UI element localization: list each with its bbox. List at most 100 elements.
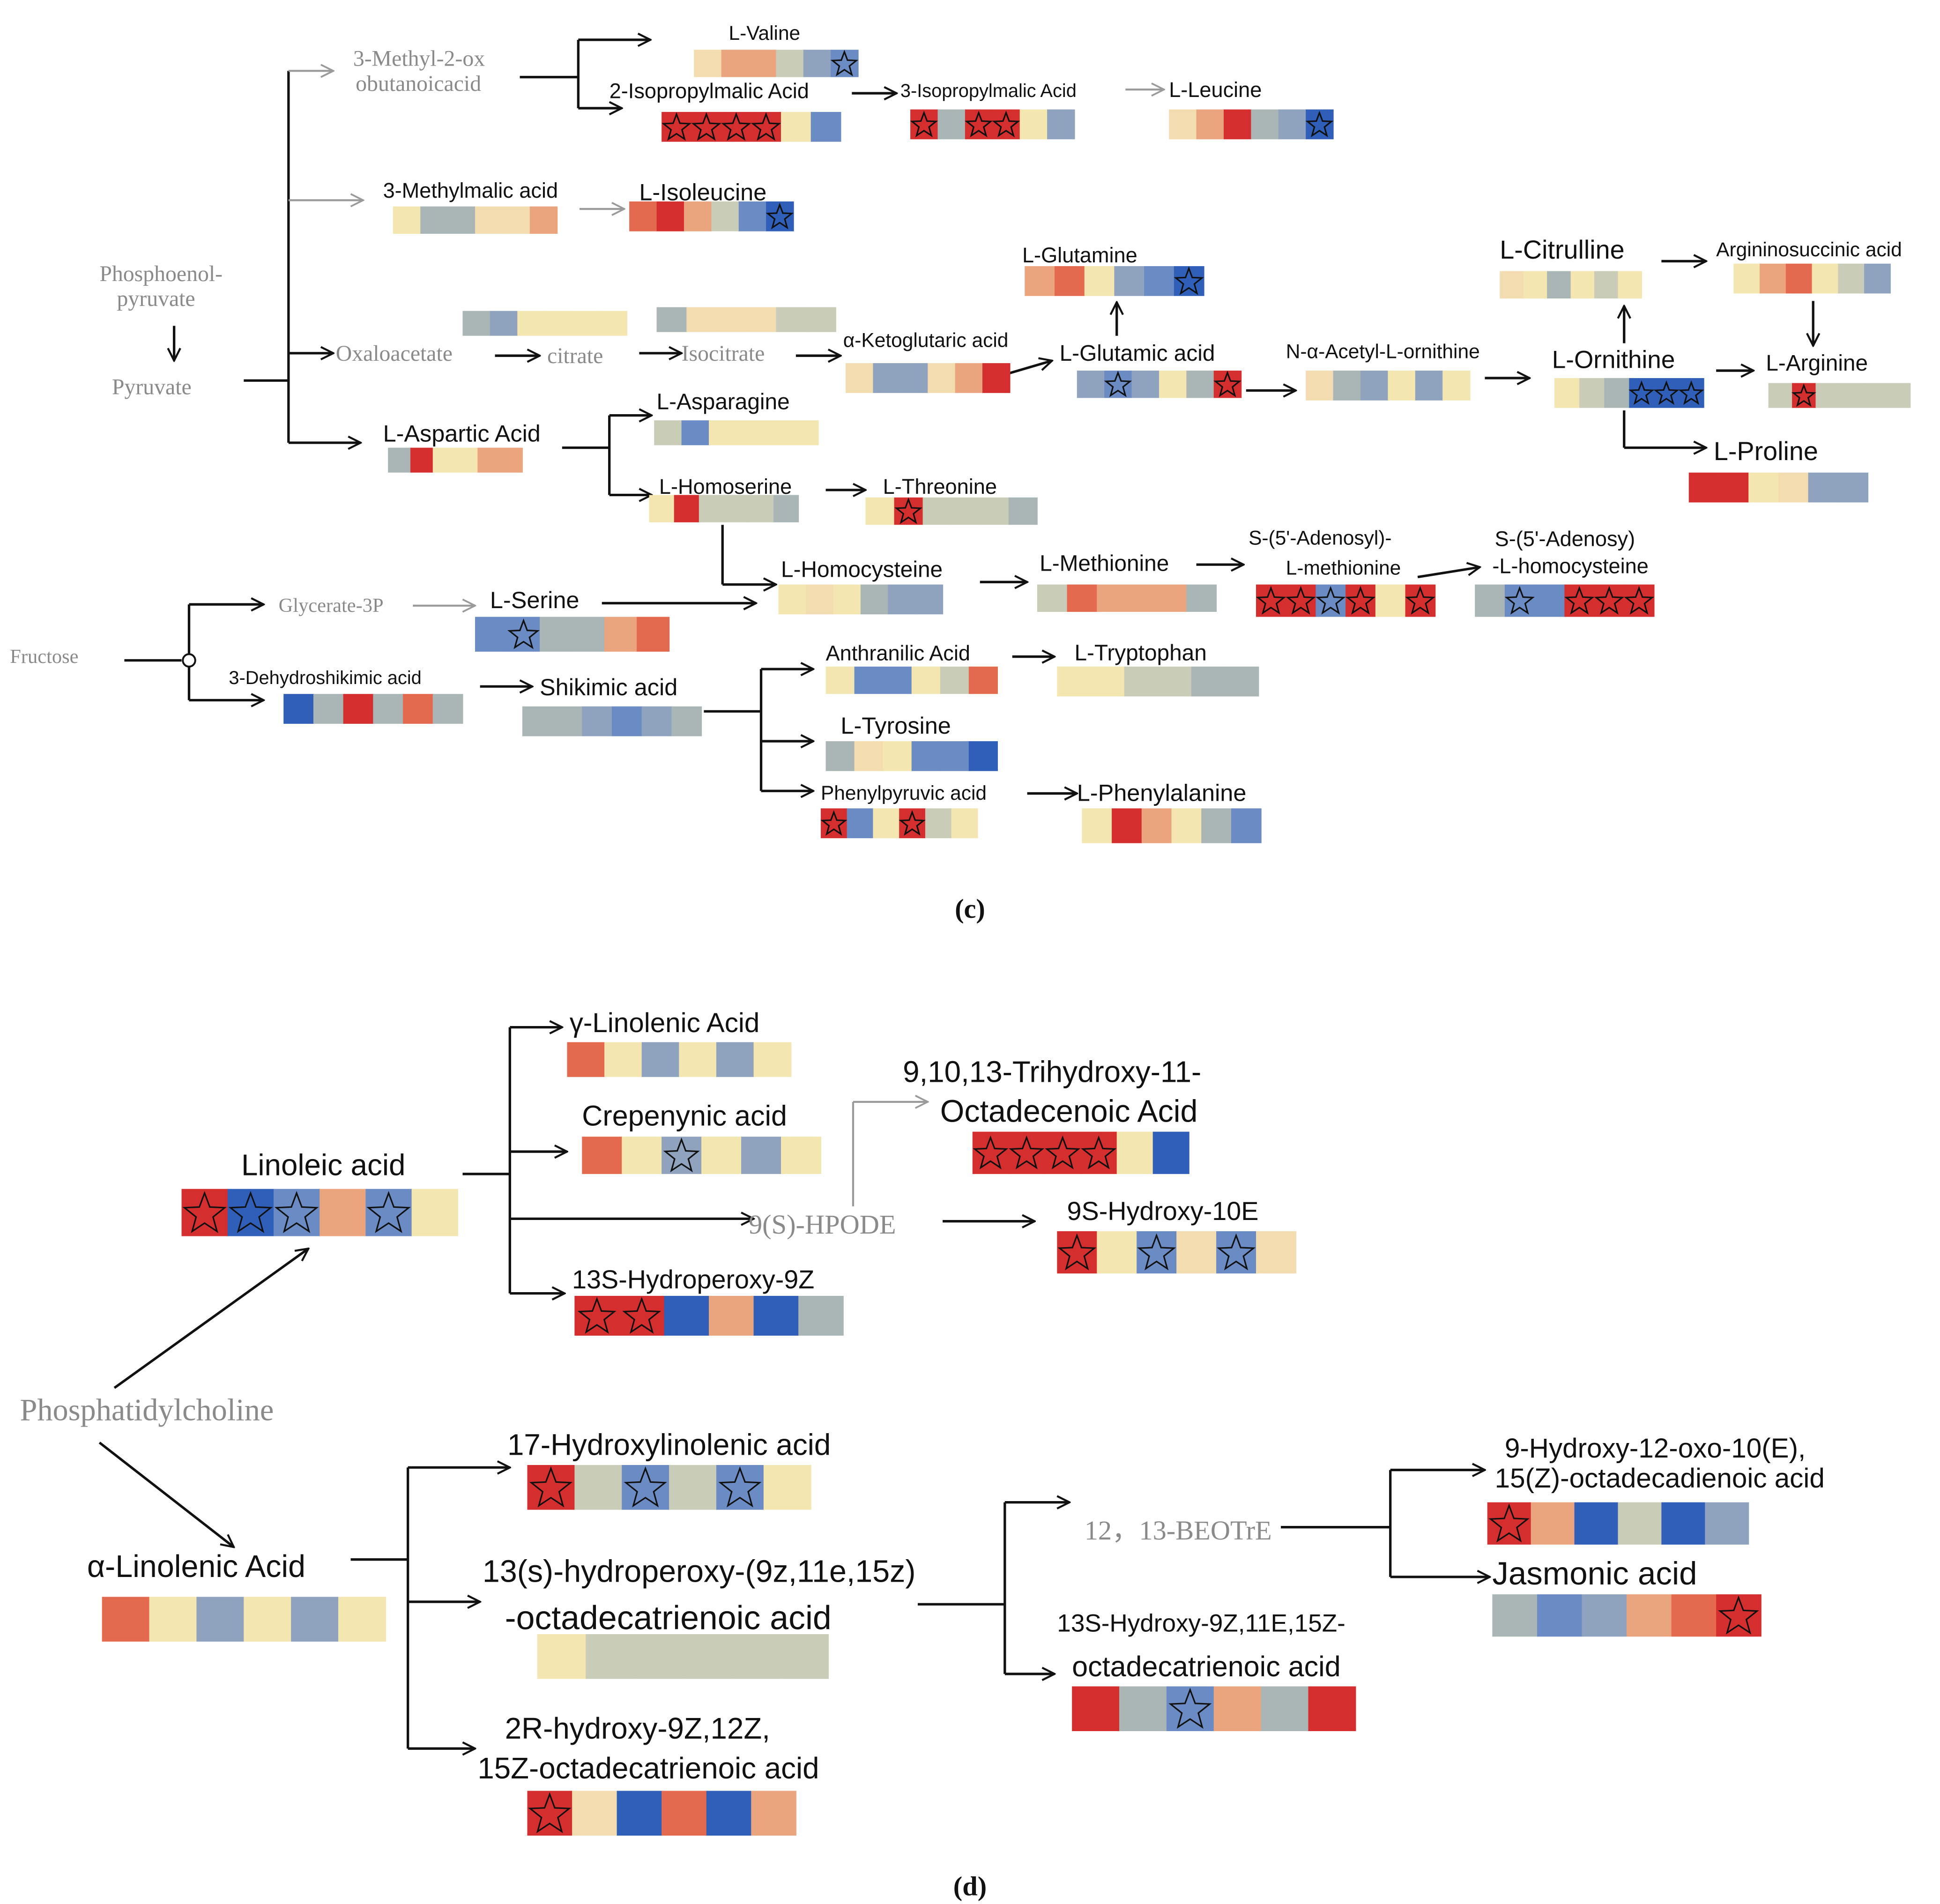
heatmap-cell: [1574, 1502, 1619, 1545]
heatmap-aspartic: [388, 447, 523, 473]
heatmap-cell: [1523, 271, 1548, 299]
heatmap-cell: [900, 363, 929, 393]
heatmap-dhs: [283, 694, 463, 724]
heatmap-cell: [1116, 1131, 1153, 1174]
heatmap-hpot: [537, 1634, 829, 1679]
heatmap-cell: [1547, 271, 1571, 299]
significance-star-icon: [910, 111, 938, 138]
label-shikimic-acid: Shikimic acid: [540, 674, 677, 700]
heatmap-ornithine: [1554, 378, 1704, 408]
heatmap-cell: [522, 706, 553, 736]
heatmap-methionine: [1037, 584, 1217, 612]
heatmap-cell: [574, 1295, 620, 1336]
label-anthranilic-acid: Anthranilic Acid: [826, 641, 970, 665]
label-l-leucine: L-Leucine: [1169, 78, 1262, 102]
label-l-methionine: L-Methionine: [1040, 551, 1169, 576]
label-l-aspartic-acid: L-Aspartic Acid: [383, 420, 541, 446]
heatmap-cell: [940, 666, 969, 694]
heatmap-cell: [1308, 1686, 1356, 1732]
heatmap-cell: [1760, 263, 1786, 294]
heatmap-sah: [1475, 584, 1655, 617]
label-3-methyl-2-oxo-b: obutanoicacid: [356, 71, 481, 96]
heatmap-cell: [968, 666, 998, 694]
heatmap-cell: [1748, 472, 1779, 503]
label-13s-hydroxy-a: 13S-Hydroxy-9Z,11E,15Z-: [1057, 1610, 1345, 1637]
label-l-glutamic-acid: L-Glutamic acid: [1060, 341, 1215, 366]
heatmap-cell: [1152, 1131, 1189, 1174]
heatmap-cell: [773, 495, 799, 522]
heatmap-cell: [1415, 371, 1443, 401]
heatmap-cell: [738, 201, 767, 231]
label-2r-hydroxy-a: 2R-hydroxy-9Z,12Z,: [505, 1712, 770, 1745]
heatmap-cell: [654, 420, 682, 446]
heatmap-cell: [860, 584, 889, 615]
heatmap-cell: [664, 1295, 710, 1336]
heatmap-cell: [1084, 266, 1115, 296]
heatmap-cell: [1201, 808, 1232, 843]
significance-star-icon: [577, 1296, 617, 1334]
label-13s-hydroxy-b: octadecatrienoic acid: [1072, 1651, 1341, 1682]
heatmap-cell: [447, 206, 476, 234]
heatmap-nao: [1306, 371, 1471, 401]
label-17-hydroxylinolenic-acid: 17-Hydroxylinolenic acid: [507, 1428, 831, 1462]
label-pyruvate-pep: pyruvate: [117, 286, 195, 311]
heatmap-cell: [1661, 1502, 1706, 1545]
panel-d-connectors: [98, 1027, 1490, 1749]
heatmap-arginine: [1768, 383, 1911, 408]
heatmap-cell: [567, 1042, 605, 1077]
label-phenylpyruvic-acid: Phenylpyruvic acid: [821, 782, 987, 804]
heatmap-cell: [810, 112, 841, 142]
heatmap-cell: [1705, 1502, 1749, 1545]
heatmap-cell: [365, 1189, 412, 1236]
significance-star-icon: [529, 1466, 573, 1508]
heatmap-cell: [706, 1791, 752, 1836]
heatmap-cell: [1037, 584, 1068, 612]
heatmap-cell: [432, 447, 456, 473]
heatmap-cell: [283, 694, 314, 724]
heatmap-cell: [1815, 383, 1840, 408]
label-trihydroxy-a: 9,10,13-Trihydroxy-11-: [903, 1055, 1201, 1088]
heatmap-cell: [411, 1189, 458, 1236]
label-jasmonic-acid: Jasmonic acid: [1492, 1555, 1697, 1592]
heatmap-cell: [629, 201, 657, 231]
label-alpha-linolenic-acid: α-Linolenic Acid: [87, 1549, 305, 1584]
heatmap-cell: [1778, 472, 1809, 503]
heatmap-cell: [196, 1597, 245, 1642]
significance-star-icon: [1718, 1595, 1759, 1635]
heatmap-cell: [854, 666, 884, 694]
heatmap-cell: [951, 497, 981, 525]
heatmap-cell: [1213, 1686, 1262, 1732]
heatmap-cell: [709, 1295, 754, 1336]
heatmap-homoserine: [649, 495, 799, 522]
heatmap-jasmonic: [1492, 1594, 1762, 1637]
heatmap-cell: [937, 109, 966, 140]
heatmap-cell: [572, 617, 605, 652]
significance-star-icon: [1286, 586, 1316, 615]
heatmap-argsucc: [1733, 263, 1891, 294]
label-l-asparagine: L-Asparagine: [657, 389, 790, 414]
heatmap-cell: [982, 363, 1011, 393]
significance-star-icon: [1488, 1503, 1530, 1543]
heatmap-phenylpyruvic: [820, 808, 978, 839]
heatmap-cell: [1671, 1594, 1717, 1637]
heatmap-cell: [699, 495, 724, 522]
heatmap-cell: [781, 112, 811, 142]
heatmap-cell: [686, 307, 717, 332]
heatmap-cell: [1225, 666, 1259, 697]
heatmap-cell: [940, 741, 969, 771]
significance-star-icon: [1791, 383, 1816, 407]
heatmap-cell: [741, 1137, 782, 1174]
heatmap-cell: [776, 50, 804, 77]
heatmap-valine: [694, 50, 859, 77]
label-linoleic-acid: Linoleic acid: [241, 1148, 405, 1182]
panel-c-connectors: [124, 40, 1813, 794]
label-l-tyrosine: L-Tyrosine: [840, 712, 951, 739]
heatmap-cell: [432, 694, 463, 724]
label-l-glutamine: L-Glutamine: [1022, 243, 1137, 267]
heatmap-cell: [500, 447, 523, 473]
heatmap-cell: [763, 420, 792, 446]
significance-star-icon: [1137, 1233, 1176, 1271]
heatmap-cell: [679, 1042, 717, 1077]
heatmap-cell: [1534, 584, 1565, 617]
